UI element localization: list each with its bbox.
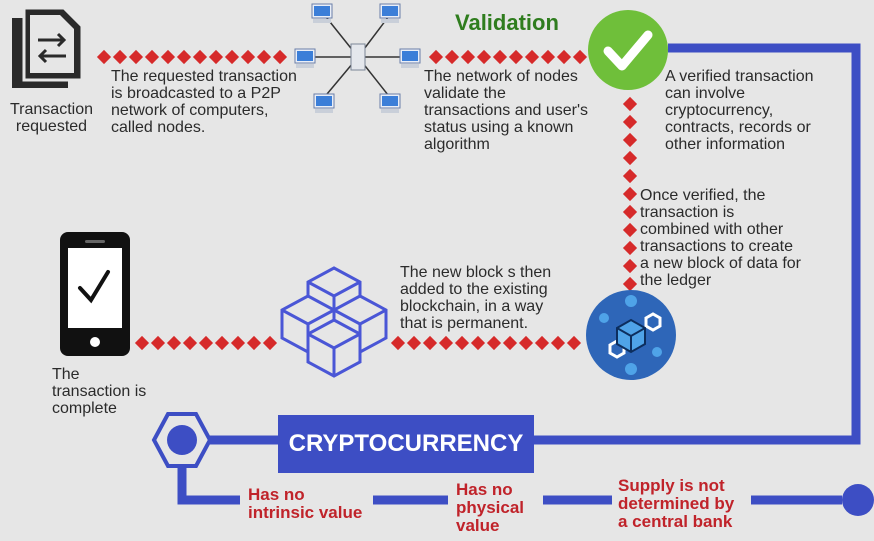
validation-title: Validation <box>455 10 559 35</box>
red-connector-top-left <box>96 49 288 65</box>
blue-flow-line <box>177 43 874 516</box>
document-exchange-icon <box>12 6 84 88</box>
validate-text: The network of nodes validate the transa… <box>424 68 589 153</box>
red-connector-mid-right <box>390 335 582 351</box>
red-connector-mid-left <box>134 335 278 351</box>
checkmark-icon <box>588 10 668 90</box>
network-nodes-icon <box>294 3 421 114</box>
property-central-bank: Supply is not determined by a central ba… <box>618 476 735 531</box>
red-connector-vertical <box>622 96 638 292</box>
block-added-text: The new block s then added to the existi… <box>400 264 552 332</box>
cryptocurrency-banner: CRYPTOCURRENCY <box>278 415 534 473</box>
combined-text: Once verified, the transaction is combin… <box>640 187 801 289</box>
red-connector-top-mid <box>428 49 588 65</box>
hexagon-coin-icon <box>151 412 213 468</box>
transaction-complete-label: The transaction is complete <box>52 366 147 417</box>
block-icon <box>586 290 676 380</box>
broadcast-text: The requested transaction is broadcasted… <box>111 68 297 136</box>
blocks-stack-icon <box>280 266 388 378</box>
transaction-requested-label: Transaction requested <box>10 101 93 135</box>
verified-text: A verified transaction can involve crypt… <box>665 68 814 153</box>
smartphone-check-icon <box>60 232 130 356</box>
property-physical: Has no physical value <box>456 480 525 535</box>
property-intrinsic: Has no intrinsic value <box>248 485 363 522</box>
end-dot <box>842 484 874 516</box>
